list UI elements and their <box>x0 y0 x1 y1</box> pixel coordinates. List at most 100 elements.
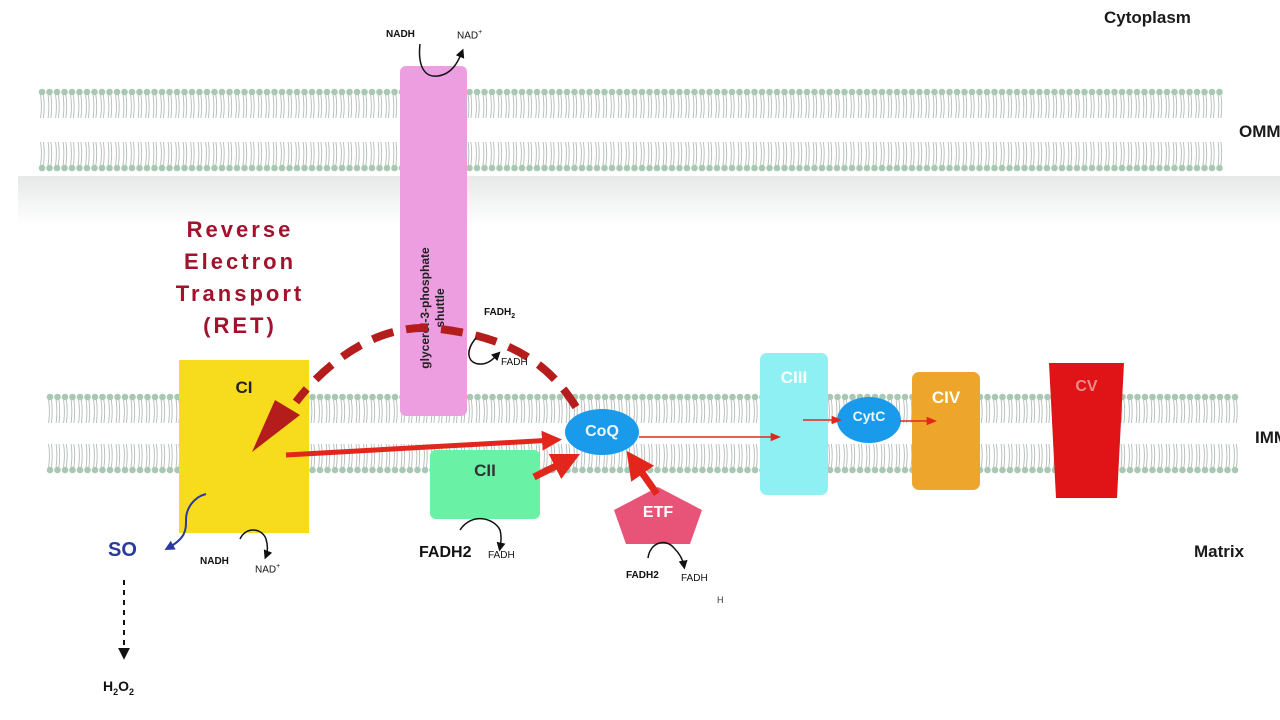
lipid-tail <box>50 443 53 468</box>
lipid-head <box>1111 88 1118 96</box>
lipid-head <box>841 393 849 401</box>
nad-text: NAD <box>255 564 277 576</box>
lipid-tail <box>167 141 170 166</box>
lipid-tail <box>558 399 560 424</box>
lipid-tail <box>387 141 390 166</box>
lipid-head <box>1209 393 1216 401</box>
lipid-tail <box>1180 443 1183 468</box>
lipid-tail <box>1023 443 1025 468</box>
lipid-head <box>353 88 361 96</box>
lipid-tail <box>522 141 525 166</box>
lipid-head <box>323 164 331 172</box>
lipid-tail <box>160 399 163 424</box>
lipid-tail <box>1175 141 1178 166</box>
lipid-tail <box>812 141 815 166</box>
lipid-tail <box>992 141 995 166</box>
lipid-tail <box>782 141 785 166</box>
lipid-tail <box>388 399 391 424</box>
lipid-tail <box>490 399 493 424</box>
lipid-tail <box>1025 94 1028 119</box>
lipid-tail <box>1210 94 1212 119</box>
lipid-tail <box>362 141 365 166</box>
lipid-tail <box>1025 399 1028 424</box>
lipid-tail <box>95 399 98 424</box>
lipid-head <box>713 88 721 96</box>
lipid-tail <box>860 94 863 119</box>
lipid-tail <box>483 399 485 424</box>
lipid-tail <box>227 94 230 119</box>
lipid-tail <box>1123 399 1126 424</box>
lipid-head <box>699 466 706 474</box>
lipid-tail <box>485 141 488 166</box>
lipid-head <box>706 393 714 401</box>
lipid-tail <box>245 94 248 119</box>
lipid-tail <box>1225 399 1228 424</box>
lipid-head <box>1134 393 1141 401</box>
lipid-tail <box>1038 399 1040 424</box>
lipid-tail <box>655 443 658 468</box>
lipid-tail <box>250 141 252 166</box>
lipid-head <box>76 164 83 172</box>
lipid-tail <box>710 399 713 424</box>
lipid-tail <box>642 94 645 119</box>
lipid-tail <box>972 141 975 166</box>
lipid-tail <box>325 443 328 468</box>
lipid-tail <box>647 94 650 119</box>
lipid-head <box>766 164 773 172</box>
lipid-tail <box>1038 443 1040 468</box>
lipid-head <box>976 88 983 96</box>
lipid-tail <box>347 141 350 166</box>
lipid-tail <box>805 141 807 166</box>
lipid-head <box>691 466 699 474</box>
lipid-tail <box>670 94 672 119</box>
lipid-head <box>466 393 474 401</box>
lipid-tail <box>137 94 140 119</box>
lipid-head <box>474 393 481 401</box>
lipid-head <box>278 164 286 172</box>
lipid-head <box>773 164 781 172</box>
lipid-tail <box>1092 94 1095 119</box>
lipid-tail <box>1130 399 1133 424</box>
lipid-tail <box>995 399 998 424</box>
lipid-head <box>886 164 893 172</box>
lipid-tail <box>708 399 710 424</box>
lipid-head <box>893 88 901 96</box>
lipid-tail <box>100 94 102 119</box>
lipid-tail <box>107 141 110 166</box>
lipid-tail <box>1145 141 1148 166</box>
lipid-tail <box>872 94 875 119</box>
lipid-tail <box>730 94 732 119</box>
lipid-tail <box>80 94 83 119</box>
lipid-tail <box>40 141 42 166</box>
lipid-tail <box>867 141 870 166</box>
lipid-tail <box>185 94 188 119</box>
lipid-tail <box>1040 399 1043 424</box>
lipid-tail <box>377 94 380 119</box>
lipid-head <box>908 88 916 96</box>
lipid-tail <box>947 94 950 119</box>
lipid-head <box>339 466 346 474</box>
lipid-tail <box>138 443 140 468</box>
lipid-head <box>661 164 668 172</box>
lipid-tail <box>957 94 960 119</box>
lipid-tail <box>1105 141 1107 166</box>
lipid-head <box>721 88 728 96</box>
lipid-tail <box>815 141 818 166</box>
lipid-tail <box>695 141 698 166</box>
lipid-head <box>1133 88 1141 96</box>
lipid-tail <box>912 141 915 166</box>
lipid-head <box>1126 88 1133 96</box>
lipid-tail <box>1010 399 1013 424</box>
lipid-head <box>1044 393 1051 401</box>
imm-label: IMM <box>1255 428 1280 447</box>
lipid-tail <box>222 141 225 166</box>
lipid-head <box>144 466 151 474</box>
lipid-tail <box>738 399 740 424</box>
page-margin <box>0 0 18 720</box>
lipid-tail <box>1202 141 1205 166</box>
lipid-tail <box>1022 94 1025 119</box>
lipid-tail <box>753 399 755 424</box>
lipid-tail <box>1120 94 1122 119</box>
lipid-head <box>263 88 271 96</box>
lipid-head <box>1111 164 1118 172</box>
